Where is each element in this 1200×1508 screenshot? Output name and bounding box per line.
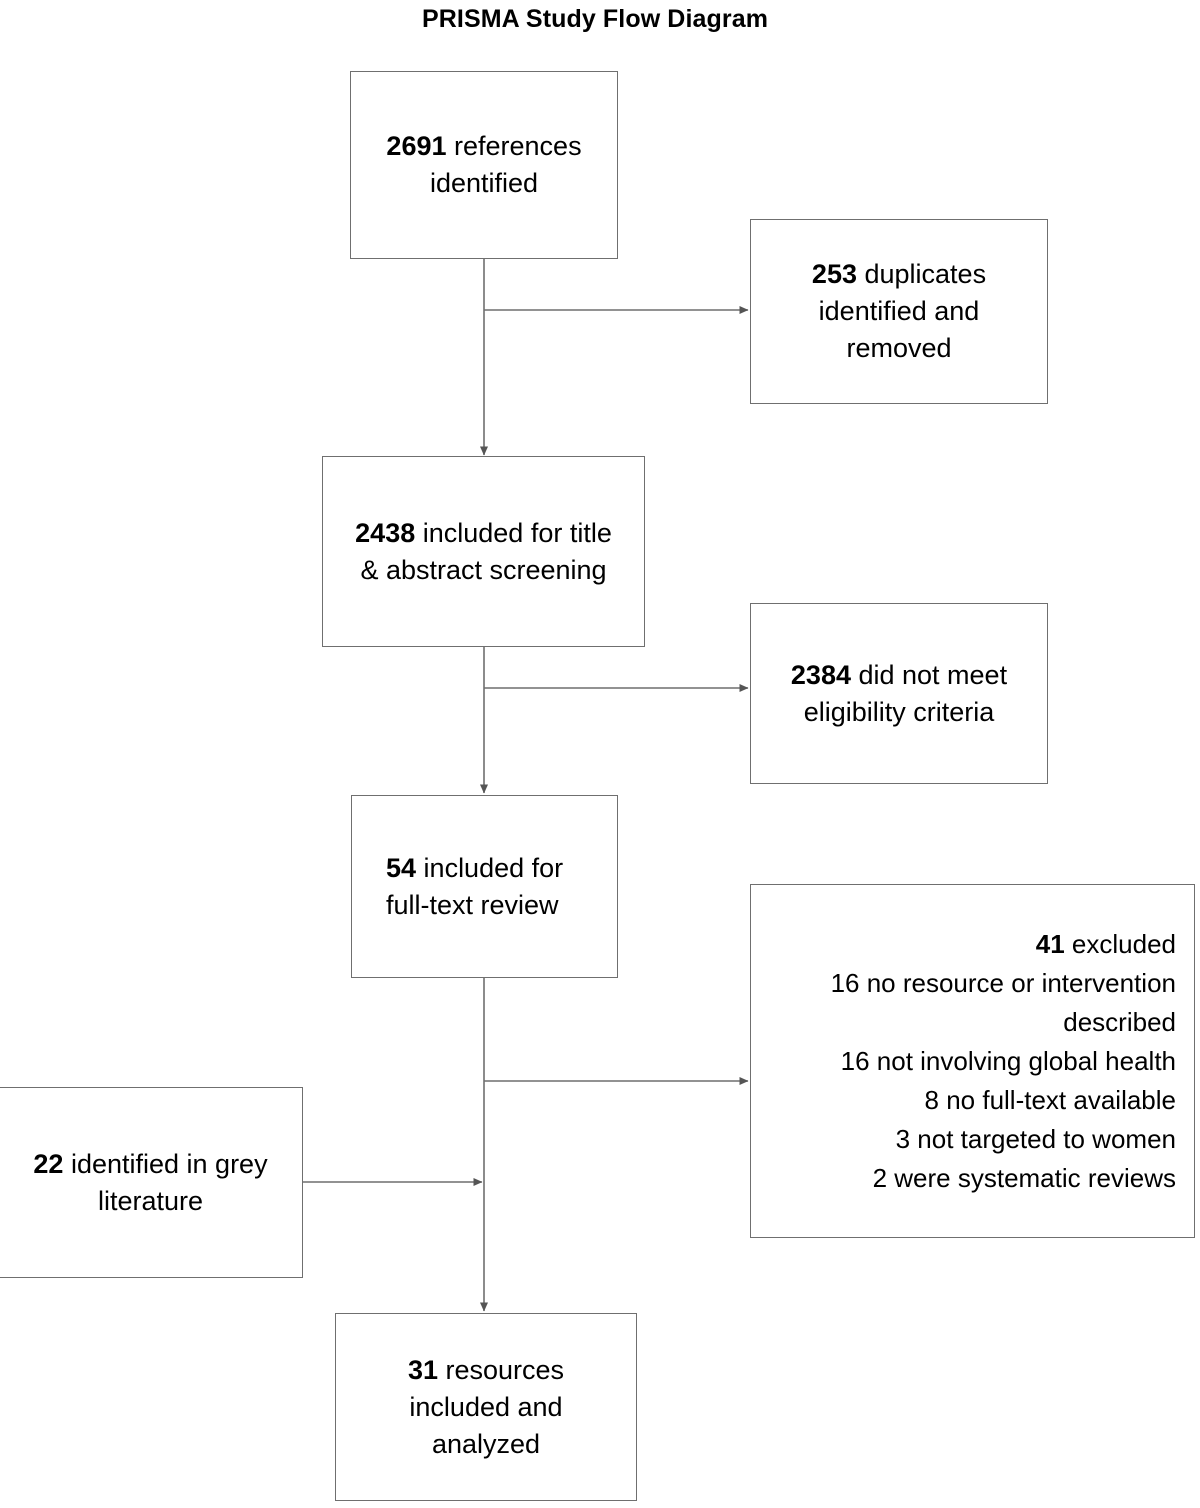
page-title: PRISMA Study Flow Diagram (421, 5, 769, 33)
box-grey-line2: literature (97, 1185, 204, 1216)
box-resources-included-analyzed: 31 resources included and analyzed (335, 1313, 637, 1501)
box-grey-count: 22 (33, 1148, 64, 1179)
box-ineligible-label: did not meet (850, 659, 1008, 690)
box-grey-line1: 22 identified in grey (17, 1146, 284, 1183)
box-included-label: resources (437, 1354, 565, 1385)
box-included-count: 31 (407, 1354, 438, 1385)
box-duplicates-label: duplicates (856, 259, 987, 289)
box-ineligible-count: 2384 (790, 659, 851, 690)
box-excluded-reason-5: 2 were systematic reviews (872, 1162, 1176, 1193)
box-excluded-line1: 41 excluded (769, 925, 1176, 964)
box-references-identified: 2691 references identified (350, 71, 618, 259)
box-duplicates-count: 253 (811, 259, 857, 289)
box-fulltext-count: 54 (386, 852, 417, 883)
box-grey-label: identified in grey (63, 1148, 268, 1179)
box-duplicates-line1: 253 duplicates (765, 256, 1033, 293)
box-title-abstract-label: included for title (415, 517, 612, 548)
box-included-line1: 31 resources (350, 1352, 622, 1389)
box-included-full-text-review: 54 included for full-text review (351, 795, 618, 978)
box-excluded-reason-3: 8 no full-text available (924, 1084, 1176, 1115)
box-included-line3: analyzed (431, 1428, 541, 1459)
box-duplicates-removed: 253 duplicates identified and removed (750, 219, 1048, 404)
box-excluded-count: 41 (1035, 928, 1065, 959)
box-title-abstract-line2: & abstract screening (360, 554, 607, 585)
box-references-count: 2691 (386, 131, 447, 161)
box-excluded-label: excluded (1064, 928, 1176, 959)
box-excluded-reason-1: 16 no resource or intervention (830, 967, 1176, 998)
box-ineligible-line1: 2384 did not meet (765, 657, 1033, 694)
box-excluded-reasons: 41 excluded 16 no resource or interventi… (750, 884, 1195, 1238)
box-references-line2: identified (429, 168, 539, 198)
box-fulltext-line2: full-text review (386, 889, 559, 920)
box-duplicates-line3: removed (846, 333, 952, 363)
box-did-not-meet-eligibility: 2384 did not meet eligibility criteria (750, 603, 1048, 784)
box-included-line2: included and (409, 1391, 563, 1422)
box-references-label: references (446, 131, 582, 161)
box-excluded-reason-2: 16 not involving global health (840, 1045, 1176, 1076)
box-duplicates-line2: identified and (818, 296, 980, 326)
box-excluded-reason-4: 3 not targeted to women (895, 1123, 1176, 1154)
box-fulltext-line1: 54 included for (386, 850, 583, 887)
box-references-line1: 2691 references (365, 128, 603, 165)
box-title-abstract-screening: 2438 included for title & abstract scree… (322, 456, 645, 647)
box-fulltext-label: included for (416, 852, 564, 883)
box-grey-literature: 22 identified in grey literature (0, 1087, 303, 1278)
box-title-abstract-count: 2438 (355, 517, 416, 548)
box-excluded-reason-1-cont: described (1063, 1006, 1176, 1037)
box-ineligible-line2: eligibility criteria (803, 696, 995, 727)
box-title-abstract-line1: 2438 included for title (335, 515, 632, 552)
